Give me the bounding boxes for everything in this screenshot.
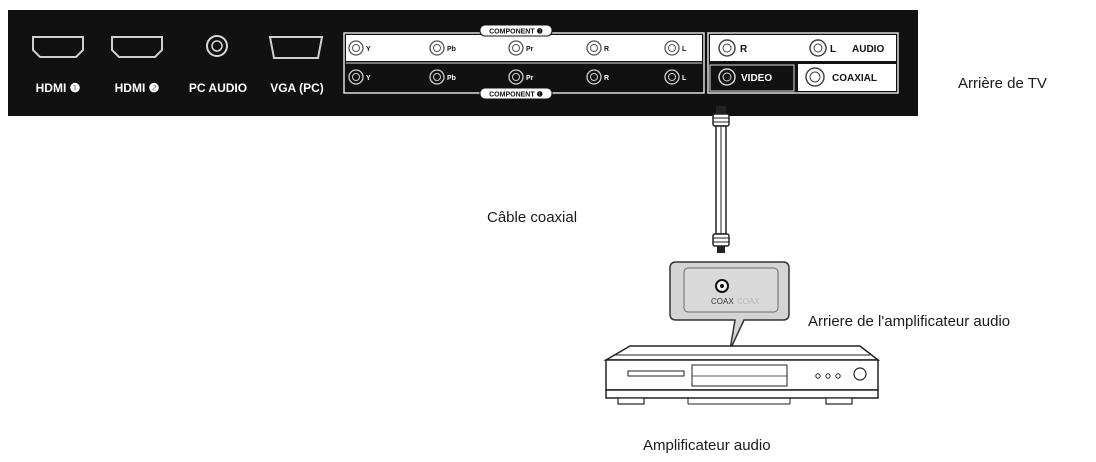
coaxial-label: COAXIAL xyxy=(832,73,877,84)
component2-jack-l xyxy=(664,40,680,56)
amp-port-callout: COAX COAX xyxy=(669,261,790,351)
tv-caption: Arrière de TV xyxy=(958,75,1047,92)
component1-label-pr: Pr xyxy=(526,75,534,82)
component2-row: Y Pb Pr R L xyxy=(348,40,687,56)
cable-caption: Câble coaxial xyxy=(487,209,577,226)
hdmi2-label: HDMI ❷ xyxy=(115,81,160,95)
component1-label-pb: Pb xyxy=(447,75,456,82)
audio-l-label: L xyxy=(830,44,836,55)
component2-jack-pb xyxy=(429,40,445,56)
amp-caption: Amplificateur audio xyxy=(643,437,771,454)
component1-jack-y xyxy=(348,69,364,85)
tv-rear-panel: HDMI ❶ HDMI ❷ PC AUDIO VGA (PC) COMPONEN… xyxy=(8,10,918,116)
component1-jack-pb xyxy=(429,69,445,85)
audio-r-label: R xyxy=(740,44,748,55)
component2-label: COMPONENT ❷ xyxy=(489,28,543,36)
amp-rear-caption: Arriere de l'amplificateur audio xyxy=(808,313,1010,330)
component1-label: COMPONENT ❶ xyxy=(489,91,543,99)
component1-tag: COMPONENT ❶ xyxy=(479,87,553,100)
callout-coax-label-faded: COAX xyxy=(737,297,760,306)
vga-label: VGA (PC) xyxy=(270,81,324,95)
component1-jack-l xyxy=(664,69,680,85)
hdmi2-port xyxy=(111,36,163,58)
video-label: VIDEO xyxy=(741,73,772,84)
audio-r-jack xyxy=(718,39,736,57)
component1-label-l: L xyxy=(682,75,687,82)
audio-label: AUDIO xyxy=(852,44,884,55)
audio-amplifier xyxy=(603,345,881,405)
hdmi1-label: HDMI ❶ xyxy=(36,81,81,95)
component2-label-pr: Pr xyxy=(526,46,534,53)
coaxial-cable xyxy=(712,106,730,253)
component-block xyxy=(343,32,705,94)
callout-coax-label: COAX xyxy=(711,297,734,306)
coaxial-jack xyxy=(805,67,825,87)
pc-audio-label: PC AUDIO xyxy=(189,81,247,95)
component1-label-y: Y xyxy=(366,75,371,82)
vga-port xyxy=(268,36,324,59)
av-block xyxy=(707,32,899,94)
component2-label-l: L xyxy=(682,46,687,53)
pc-audio-jack xyxy=(206,35,228,57)
component1-jack-pr xyxy=(508,69,524,85)
component1-label-r: R xyxy=(604,75,609,82)
component2-jack-r xyxy=(586,40,602,56)
component2-jack-y xyxy=(348,40,364,56)
component1-jack-r xyxy=(586,69,602,85)
component1-row: Y Pb Pr R L xyxy=(348,69,687,85)
component2-tag: COMPONENT ❷ xyxy=(479,24,553,37)
component2-jack-pr xyxy=(508,40,524,56)
component2-label-pb: Pb xyxy=(447,46,456,53)
component2-label-y: Y xyxy=(366,46,371,53)
component2-label-r: R xyxy=(604,46,609,53)
video-jack xyxy=(718,68,736,86)
audio-l-jack xyxy=(809,39,827,57)
hdmi1-port xyxy=(32,36,84,58)
